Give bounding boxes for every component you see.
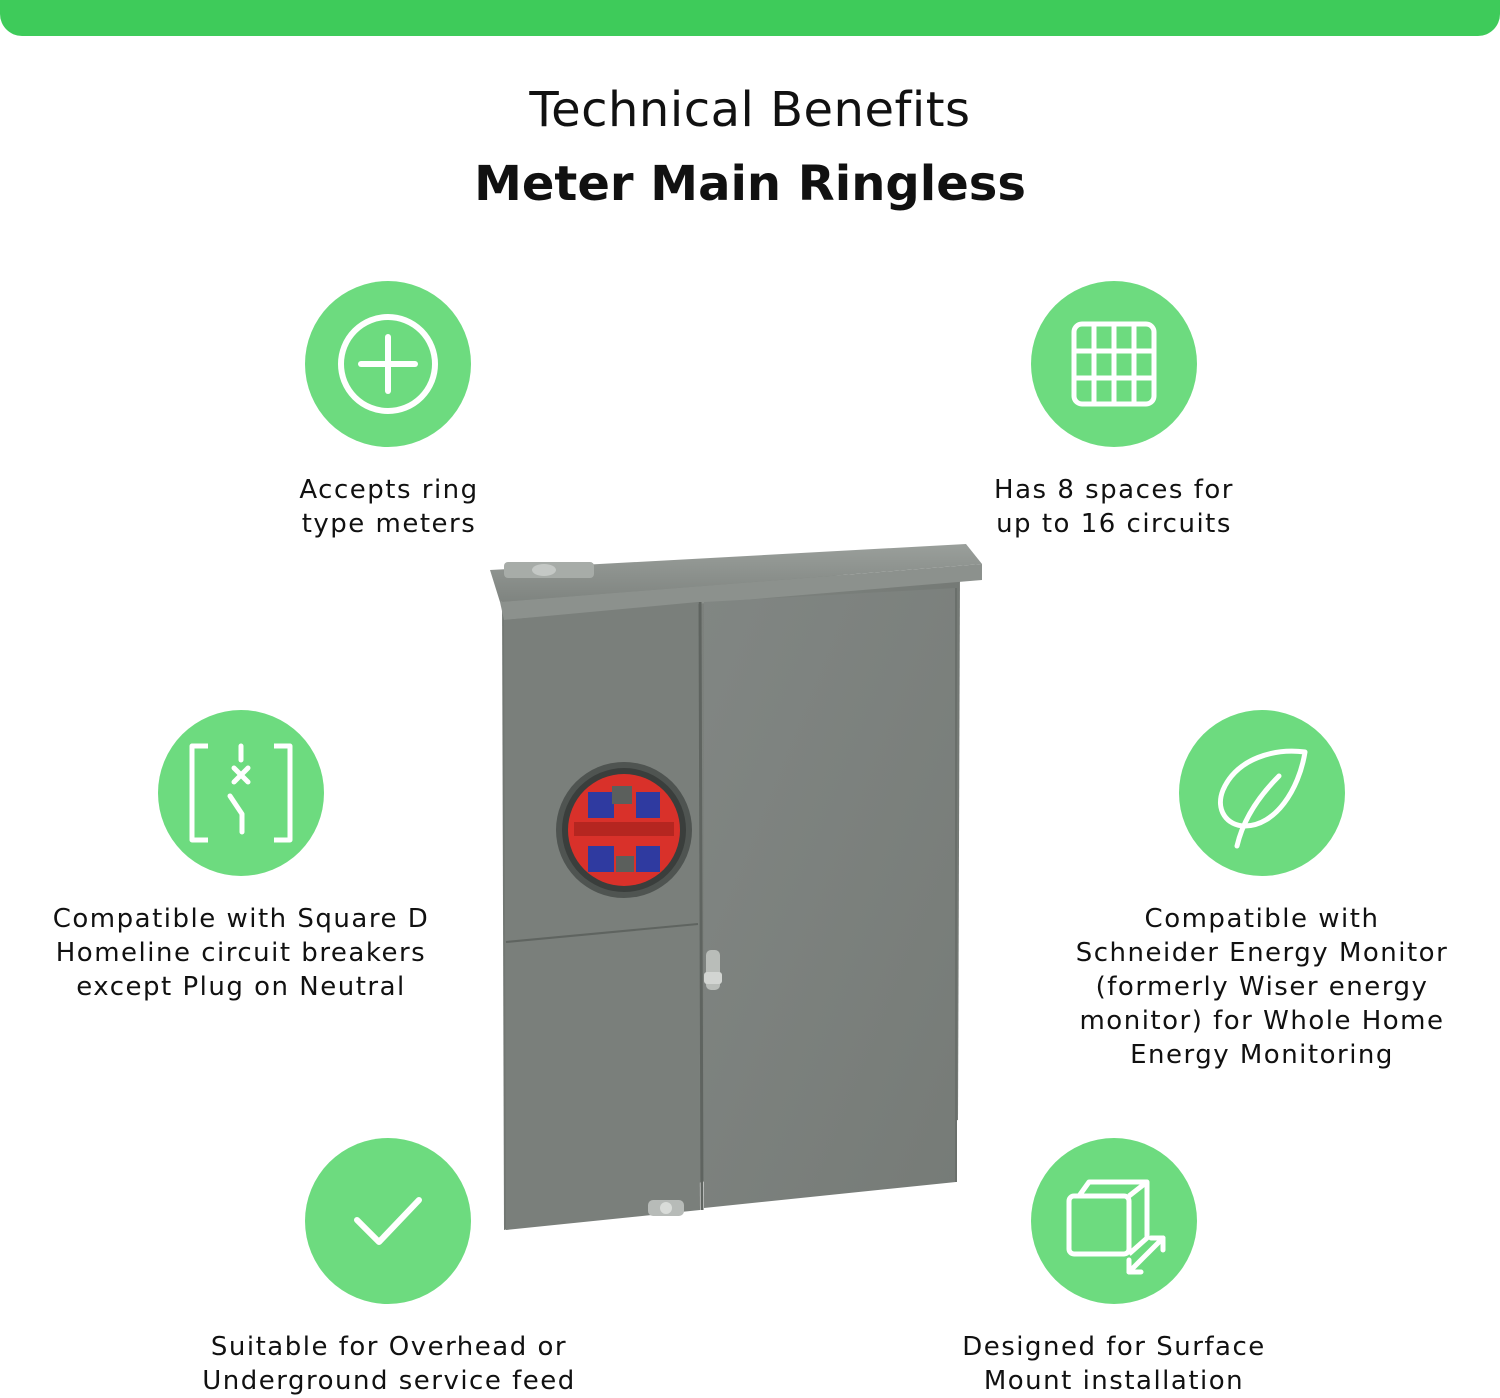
meter-main-enclosure (488, 540, 988, 1240)
meter-main-enclosure-illustration (490, 544, 982, 1230)
grid-icon (1031, 281, 1197, 447)
surface-mount-icon (1031, 1138, 1197, 1304)
feature-caption-ring-meters: Accepts ring type meters (299, 475, 479, 539)
feature-caption-spaces: Has 8 spaces for up to 16 circuits (994, 475, 1234, 539)
feature-caption-surface-mount: Designed for Surface Mount installation (962, 1332, 1266, 1396)
page-subtitle: Meter Main Ringless (474, 156, 1026, 212)
feature-caption-energy-monitor: Compatible with Schneider Energy Monitor… (1075, 904, 1449, 1070)
plus-circle-icon (305, 281, 471, 447)
checkmark-icon (305, 1138, 471, 1304)
leaf-icon (1179, 710, 1345, 876)
top-accent-bar (0, 0, 1500, 36)
page-title: Technical Benefits (529, 82, 971, 138)
feature-caption-service-feed: Suitable for Overhead or Underground ser… (202, 1332, 576, 1396)
feature-caption-homeline: Compatible with Square D Homeline circui… (52, 904, 430, 1002)
circuit-breaker-icon (158, 710, 324, 876)
